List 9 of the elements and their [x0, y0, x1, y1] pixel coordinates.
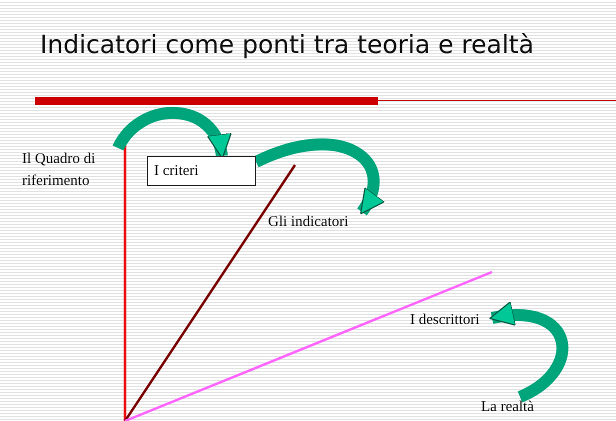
curved-arrow	[254, 138, 384, 216]
slide-title: Indicatori come ponti tra teoria e realtà	[40, 30, 534, 59]
curved-arrow	[112, 107, 230, 159]
node-label: I descrittori	[410, 309, 480, 331]
curved-arrow	[489, 302, 568, 402]
label-box: I criteri	[147, 156, 256, 186]
node-label: Gli indicatori	[268, 211, 348, 233]
node-label: La realtà	[481, 396, 534, 418]
node-label: Il Quadro di riferimento	[22, 148, 122, 192]
